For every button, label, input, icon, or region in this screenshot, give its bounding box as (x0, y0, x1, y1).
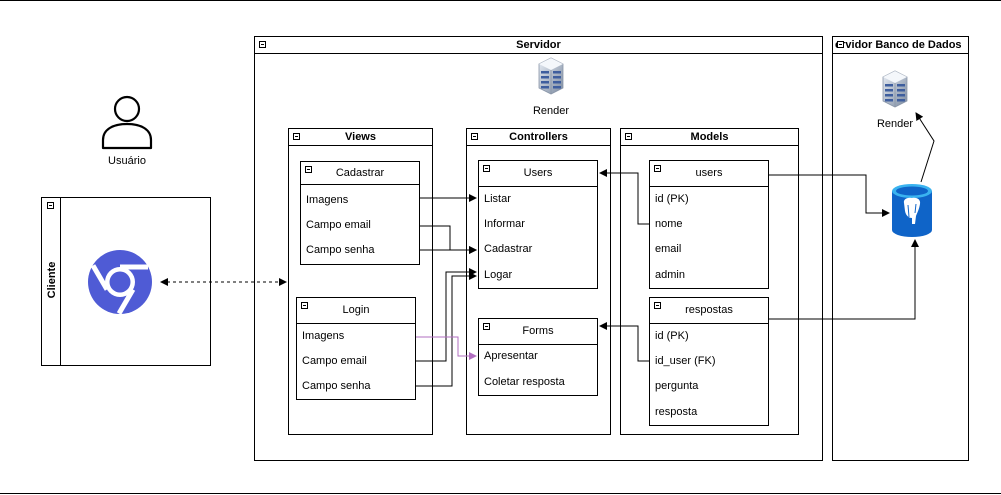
collapse-icon[interactable] (654, 302, 661, 309)
model-users-title: users (650, 161, 768, 187)
page-bottom-border (0, 493, 1001, 494)
chrome-icon (86, 248, 154, 316)
user-icon (100, 94, 154, 150)
model-field: email (655, 243, 682, 255)
model-field: resposta (655, 406, 698, 418)
model-field: nome (655, 218, 683, 230)
servidor-title: Servidor (255, 37, 822, 54)
model-respostas-title: respostas (650, 298, 768, 324)
banco-title: ervidor Banco de Dados (833, 37, 968, 54)
servidor-render-label: Render (532, 105, 570, 117)
page-top-border (0, 0, 1001, 1)
database-icon (891, 183, 933, 238)
controller-action: Informar (484, 218, 525, 230)
view-field: Imagens (306, 194, 349, 206)
controller-action: Cadastrar (484, 243, 533, 255)
view-login[interactable]: Login Imagens Campo email Campo senha (296, 297, 416, 400)
view-cadastrar[interactable]: Cadastrar Imagens Campo email Campo senh… (300, 161, 420, 265)
banco-render-label: Render (876, 118, 914, 130)
collapse-icon[interactable] (471, 133, 478, 140)
collapse-icon[interactable] (47, 202, 54, 209)
model-field: pergunta (655, 380, 699, 392)
controller-forms-title: Forms (479, 319, 597, 345)
views-title: Views (289, 129, 432, 146)
view-login-title: Login (297, 298, 415, 324)
view-field: Campo email (302, 355, 367, 367)
controller-action: Apresentar (484, 350, 538, 362)
cliente-header (42, 198, 61, 365)
model-field: id_user (FK) (655, 355, 716, 367)
collapse-icon[interactable] (483, 165, 490, 172)
model-respostas[interactable]: respostas id (PK) id_user (FK) pergunta … (649, 297, 769, 426)
models-title: Models (621, 129, 798, 146)
controller-action: Listar (484, 193, 511, 205)
collapse-icon[interactable] (483, 323, 490, 330)
controller-users[interactable]: Users Listar Informar Cadastrar Logar (478, 160, 598, 289)
model-field: id (PK) (655, 193, 689, 205)
controllers-title: Controllers (467, 129, 610, 146)
collapse-icon[interactable] (837, 41, 844, 48)
model-users[interactable]: users id (PK) nome email admin (649, 160, 769, 289)
collapse-icon[interactable] (654, 165, 661, 172)
collapse-icon[interactable] (305, 166, 312, 173)
collapse-icon[interactable] (625, 133, 632, 140)
server-icon (880, 70, 910, 108)
collapse-icon[interactable] (259, 41, 266, 48)
controller-forms[interactable]: Forms Apresentar Coletar resposta (478, 318, 598, 396)
view-field: Campo senha (302, 380, 371, 392)
view-field: Campo senha (306, 244, 375, 256)
usuario-label: Usuário (108, 155, 146, 167)
server-icon (536, 57, 566, 95)
view-field: Campo email (306, 219, 371, 231)
model-field: id (PK) (655, 330, 689, 342)
view-field: Imagens (302, 330, 345, 342)
collapse-icon[interactable] (293, 133, 300, 140)
model-field: admin (655, 269, 685, 281)
controller-users-title: Users (479, 161, 597, 187)
collapse-icon[interactable] (301, 302, 308, 309)
view-cadastrar-title: Cadastrar (301, 162, 419, 185)
controller-action: Coletar resposta (484, 376, 565, 388)
cliente-title: Cliente (46, 261, 58, 299)
controller-action: Logar (484, 269, 513, 281)
